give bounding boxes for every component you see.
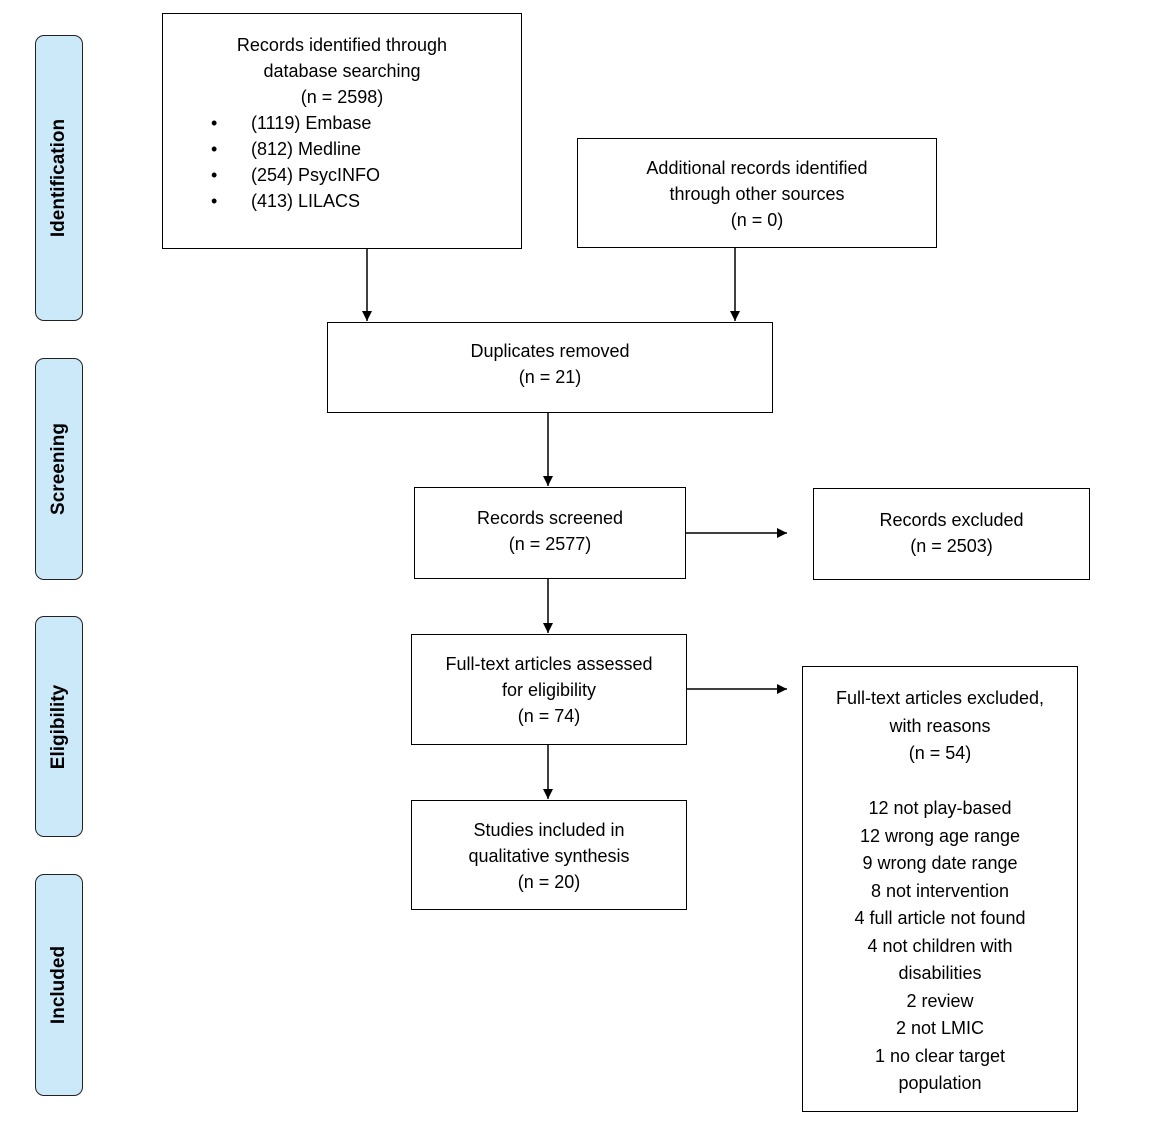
box-text-line: Full-text articles excluded, <box>835 688 1045 708</box>
box-text-line: Records excluded <box>879 510 1024 530</box>
box-text-line: Full-text articles assessed <box>445 654 653 674</box>
box-text-line: (n = 2503) <box>910 536 993 556</box>
box-text-line: Records screened <box>476 508 624 528</box>
box-text-line: (n = 74) <box>517 706 581 726</box>
exclusion-reason: 9 wrong date range <box>862 853 1018 873</box>
box-text-line: through other sources <box>669 184 845 204</box>
box-fulltext-excluded: Full-text articles excluded, with reason… <box>802 666 1078 1112</box>
exclusion-reason: 12 wrong age range <box>859 825 1021 846</box>
box-text-line: for eligibility <box>501 680 597 700</box>
phase-included: Included <box>35 874 83 1096</box>
box-text-line: with reasons <box>889 715 991 736</box>
box-text-line: qualitative synthesis <box>468 846 630 866</box>
exclusion-reason: 4 full article not found <box>854 908 1026 928</box>
box-text-line: (n = 0) <box>730 210 784 230</box>
box-studies-included: Studies included in qualitative synthesi… <box>411 800 687 910</box>
exclusion-reason: population <box>898 1073 982 1093</box>
source-item: (1119) Embase <box>163 110 521 136</box>
box-text-line: Studies included in <box>473 820 625 840</box>
box-text-line: Records identified through <box>236 35 448 55</box>
exclusion-reason: 2 not LMIC <box>895 1018 985 1038</box>
exclusion-reason: 8 not intervention <box>870 880 1010 901</box>
phase-eligibility: Eligibility <box>35 616 83 837</box>
box-fulltext-assessed: Full-text articles assessed for eligibil… <box>411 634 687 745</box>
phase-screening: Screening <box>35 358 83 580</box>
exclusion-reason: disabilities <box>898 963 982 983</box>
box-records-excluded: Records excluded (n = 2503) <box>813 488 1090 580</box>
box-records-screened: Records screened (n = 2577) <box>414 487 686 579</box>
box-text-line: database searching <box>263 61 421 81</box>
box-text-line: (n = 2577) <box>508 534 592 554</box>
source-item: (812) Medline <box>163 136 521 162</box>
exclusion-reason: 12 not play-based <box>868 798 1012 818</box>
source-list: (1119) Embase (812) Medline (254) PsycIN… <box>163 110 521 214</box>
phase-identification: Identification <box>35 35 83 321</box>
exclusion-reason: 4 not children with <box>867 935 1013 956</box>
box-text-line: (n = 20) <box>517 872 581 892</box>
box-duplicates-removed: Duplicates removed (n = 21) <box>327 322 773 413</box>
exclusion-reason: 1 no clear target <box>874 1045 1006 1066</box>
exclusion-reason: 2 review <box>906 990 974 1011</box>
box-text-line: (n = 21) <box>518 367 582 387</box>
source-item: (254) PsycINFO <box>163 162 521 188</box>
box-other-sources: Additional records identified through ot… <box>577 138 937 248</box>
box-text-line: Additional records identified <box>646 158 868 178</box>
box-text-line: Duplicates removed <box>470 341 630 361</box>
source-item: (413) LILACS <box>163 188 521 214</box>
box-database-search: Records identified through database sear… <box>162 13 522 249</box>
box-text-line: (n = 54) <box>908 743 972 763</box>
box-text-line: (n = 2598) <box>300 87 384 107</box>
